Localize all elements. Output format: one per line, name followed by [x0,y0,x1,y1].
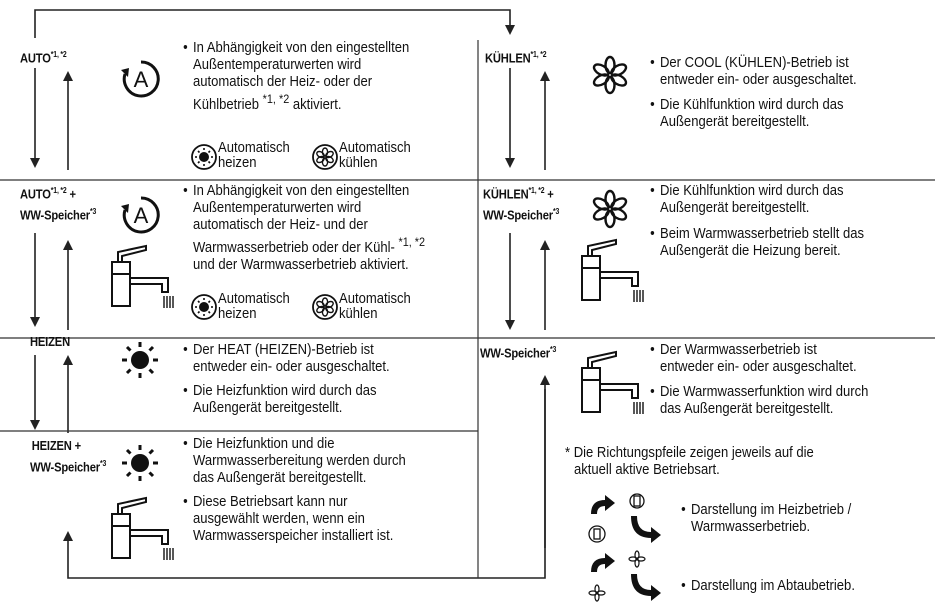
top-loop-arrow [34,9,515,38]
auto-mode-icon: A [121,196,160,234]
mode-label-heizen-ww: HEIZEN + WW-Speicher*3 [30,438,107,475]
rotate-arrow-icon [588,493,661,543]
auto-mode-icon: A [121,60,160,98]
auto-desc: • In Abhängigkeit von den eingestellten … [183,40,410,113]
mode-label-heizen: HEIZEN [30,334,70,349]
svg-text:A: A [134,67,149,92]
faucet-icon [111,244,174,308]
mode-label-auto: AUTO*1, *2 [20,50,67,66]
ww-desc: • Der Warmwasserbetrieb ist entweder ein… [650,342,857,375]
mode-label-kuehlen-ww: KÜHLEN*1, *2 + WW-Speicher*3 [483,186,560,223]
snowflake-icon [592,189,628,229]
mode-label-auto-ww: AUTO*1, *2 + WW-Speicher*3 [20,186,97,223]
snowflake-icon [592,55,628,95]
auto-heat-icon [191,144,217,170]
auto-heat-icon [191,294,217,320]
svg-text:A: A [134,203,149,228]
heizen-desc-2: • Die Heizfunktion wird durch das Außeng… [183,383,377,416]
kuehlen-desc: • Der COOL (KÜHLEN)-Betrieb ist entweder… [650,55,857,88]
auto-cool-icon [312,294,338,320]
mode-label-kuehlen: KÜHLEN*1, *2 [485,50,547,66]
faucet-icon [581,238,644,302]
kuehlen-desc-2: • Die Kühlfunktion wird durch das Außeng… [650,97,844,130]
footnote-defrost-desc: • Darstellung im Abtaubetrieb. [681,578,855,594]
heizen-desc: • Der HEAT (HEIZEN)-Betrieb ist entweder… [183,342,390,375]
ww-desc-2: • Die Warmwasserfunktion wird durch das … [650,384,869,417]
heizen-ww-desc-2: • Diese Betriebsart kann nur ausgewählt … [183,494,394,544]
footnote-heat-desc: • Darstellung im Heizbetrieb / Warmwasse… [681,502,852,535]
defrost-arrow-icon [588,550,661,602]
arrow-footnote: * Die Richtungspfeile zeigen jeweils auf… [565,445,814,478]
sun-icon [122,342,158,378]
sun-icon [122,445,158,481]
heizen-ww-desc: • Die Heizfunktion und die Warmwasserber… [183,436,406,486]
mode-label-ww: WW-Speicher*3 [480,345,557,361]
kuehlen-ww-desc-2: • Beim Warmwasserbetrieb stellt das Auße… [650,226,865,259]
faucet-icon [111,496,174,560]
kuehlen-ww-desc: • Die Kühlfunktion wird durch das Außeng… [650,183,844,216]
auto-cool-icon [312,144,338,170]
faucet-icon [581,350,644,414]
auto-ww-desc: • In Abhängigkeit von den eingestellten … [183,183,426,273]
